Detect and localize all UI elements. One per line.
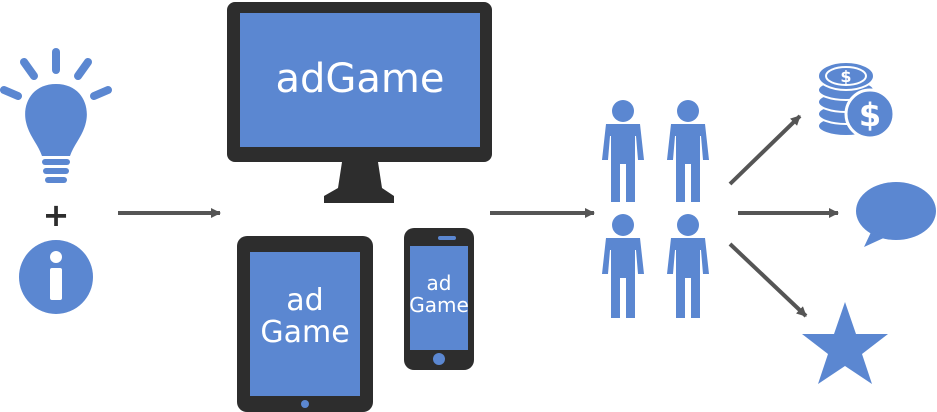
arrow-icon [728,242,808,318]
lightbulb-icon [0,48,112,183]
speech-bubble-icon [856,182,936,247]
tablet-icon [237,236,373,412]
monitor-label: adGame [276,56,445,102]
coin-dollar-small: $ [840,67,851,86]
arrow-icon [728,114,802,186]
star-icon [802,302,888,384]
person-icon [667,214,709,318]
coins-icon [817,61,896,140]
person-icon [667,100,709,202]
tablet-label-line2: Game [260,315,349,350]
monitor-icon [227,2,492,203]
info-icon [19,240,93,314]
smartphone-icon [404,228,474,370]
person-icon [602,100,644,202]
people-group [602,100,709,318]
plus-sign: + [43,196,70,234]
coin-dollar-large: $ [859,96,881,134]
tablet-label-line1: ad [286,283,323,318]
phone-label-line1: ad [427,271,452,295]
phone-label-line2: Game [409,293,469,317]
person-icon [602,214,644,318]
